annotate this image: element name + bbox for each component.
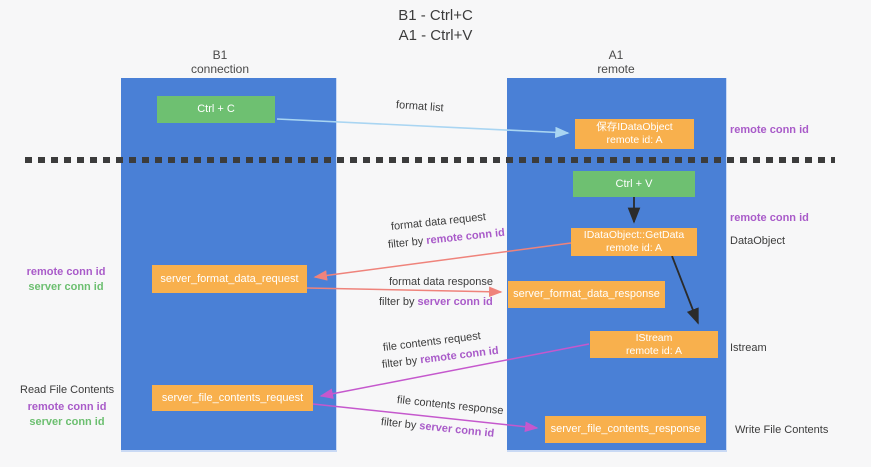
ctrl-c-box: Ctrl + C [157,96,275,123]
getdata-box: IDataObject::GetData remote id: A [571,228,697,256]
save-dataobject-box: 保存IDataObject remote id: A [575,119,694,149]
filter-by-text: filter by [380,416,417,432]
server-conn-id-annotation-left: server conn id [28,281,104,293]
server-file-contents-request-box: server_file_contents_request [152,385,313,411]
server-file-contents-response-label: server_file_contents_response [550,423,701,435]
format-data-response-filter-label: filter by server conn id [379,296,493,308]
save-dataobject-line1: 保存IDataObject [596,121,673,133]
lifeline-a1-name: A1 [608,48,624,62]
remote-conn-id-annotation-bottom: remote conn id [27,401,107,413]
server-conn-id-annotation-bottom: server conn id [29,416,105,428]
server-file-contents-response-box: server_file_contents_response [545,416,706,443]
istream-box: IStream remote id: A [590,331,718,358]
diagram-title: B1 - Ctrl+C A1 - Ctrl+V [0,6,871,46]
file-contents-response-label: file contents response [396,394,505,418]
remote-conn-id-annotation-mid: remote conn id [730,212,809,224]
title-line-1: B1 - Ctrl+C [398,7,473,24]
filter-by-text: filter by [381,354,418,371]
ctrl-c-label: Ctrl + C [197,103,235,115]
remote-conn-id-annotation-left: remote conn id [26,266,106,278]
dataobject-annotation: DataObject [730,235,786,247]
istream-line2: remote id: A [625,344,683,357]
phase-divider-dashed-line [25,157,835,163]
remote-conn-id-annotation-top: remote conn id [730,124,809,136]
remote-conn-id-key: remote conn id [425,226,506,247]
server-file-contents-request-label: server_file_contents_request [161,391,304,404]
file-contents-response-filter-label: filter by server conn id [380,416,494,440]
format-data-response-label: format data response [389,276,493,288]
istream-annotation: Istream [730,342,767,354]
getdata-line2: remote id: A [605,242,663,254]
lifeline-a1-role: remote [597,62,635,76]
server-conn-id-key: server conn id [418,420,495,440]
server-conn-id-key: server conn id [417,296,493,308]
server-format-data-request-box: server_format_data_request [152,265,307,293]
format-list-label: format list [395,99,444,115]
left-conn-id-group-mid: remote conn id server conn id [20,265,112,295]
server-format-data-response-box: server_format_data_response [508,281,665,308]
save-dataobject-line2: remote id: A [606,134,663,146]
filter-by-text: filter by [387,235,424,251]
lifeline-header-b1: B1 connection [150,48,290,76]
lifeline-b1-name: B1 [212,48,228,62]
istream-line1: IStream [635,331,673,344]
lifeline-header-a1: A1 remote [546,48,686,76]
read-file-contents-annotation: Read File Contents [20,384,115,396]
ctrl-v-box: Ctrl + V [573,171,695,197]
lifeline-b1-role: connection [190,62,250,76]
ctrl-v-label: Ctrl + V [615,177,653,190]
title-line-2: A1 - Ctrl+V [398,27,473,44]
write-file-contents-annotation: Write File Contents [735,424,829,436]
server-format-data-request-label: server_format_data_request [160,272,299,285]
getdata-line1: IDataObject::GetData [583,229,685,241]
left-read-file-group: Read File Contents remote conn id server… [20,383,114,430]
server-format-data-response-label: server_format_data_response [513,288,660,300]
filter-by-text: filter by [379,296,415,308]
